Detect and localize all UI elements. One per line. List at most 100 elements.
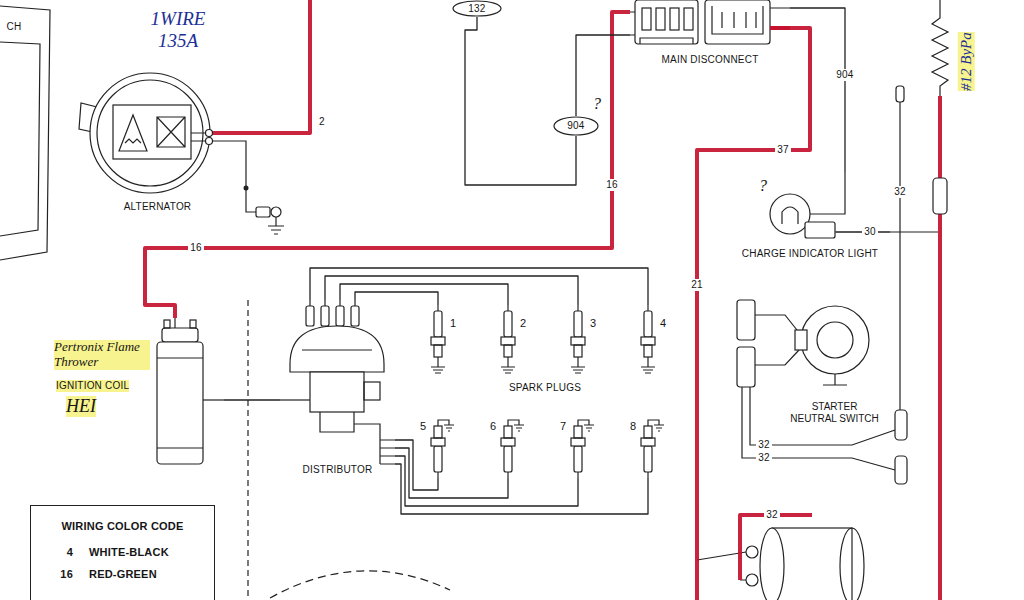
component-label: IGNITION COIL xyxy=(56,380,129,392)
oval-shape xyxy=(554,117,598,135)
handwritten-note: #12 ByPa xyxy=(957,33,974,92)
highlighted-wires-part xyxy=(938,96,942,600)
ignition-coil-drawing-part-part xyxy=(174,318,175,328)
wire-connector xyxy=(576,35,630,116)
wire-connector xyxy=(790,8,845,172)
spark-plug-drawing-part xyxy=(571,305,585,373)
spark-plug-drawing-part xyxy=(571,420,594,478)
thin-wires-part xyxy=(899,100,900,410)
plug-number: 2 xyxy=(520,317,526,330)
wire-number: 32 xyxy=(892,186,908,198)
bullet-connector xyxy=(933,178,947,214)
spark-plug: 7 xyxy=(558,408,592,478)
wire-number-oval: 132 xyxy=(452,0,502,17)
main-disconnect-drawing-part-part xyxy=(684,8,693,30)
plug-number: 7 xyxy=(560,420,566,433)
legend-heading: WIRING COLOR CODE xyxy=(62,520,184,533)
spark-plug-drawing-part-part xyxy=(578,420,594,431)
thin-wires-part xyxy=(932,0,948,96)
distributor-drawing-part-part xyxy=(351,306,359,326)
main-disconnect-drawing-part-part xyxy=(630,8,790,35)
spark-plug-drawing-part-part xyxy=(504,311,512,337)
spark-plug-drawing-part-part xyxy=(434,446,442,472)
spark-plug: 3 xyxy=(568,305,602,375)
ignition-coil-drawing-part-part xyxy=(203,399,224,400)
wire-connector xyxy=(340,284,508,305)
thin-wires-part xyxy=(895,410,907,440)
alternator-drawing-part-part xyxy=(119,115,147,151)
spark-plug-drawing-part-part xyxy=(501,438,515,446)
thin-wires-part xyxy=(247,300,248,600)
table-cell: RED-GREEN xyxy=(89,568,157,581)
starter-neutral-switch-drawing-part-part xyxy=(817,322,853,358)
thin-wires-part xyxy=(270,571,450,598)
highlighted-wire xyxy=(145,12,630,318)
spark-plug-drawing-part-part xyxy=(507,305,508,311)
alternator-drawing xyxy=(75,55,240,220)
spark-plug-drawing-part-part xyxy=(574,446,582,472)
spark-plug-drawing-part-part xyxy=(647,305,648,311)
spark-plug-drawing xyxy=(498,305,532,375)
spark-plug-drawing-part-part xyxy=(434,345,442,357)
starter-neutral-switch-drawing-part-part xyxy=(742,387,750,433)
wiring-color-code-box: WIRING COLOR CODE4WHITE-BLACK16RED-GREEN xyxy=(30,505,215,600)
plug-number: 3 xyxy=(590,317,596,330)
spark-plug-drawing-part-part xyxy=(438,420,454,431)
wire-connector xyxy=(395,448,508,498)
charge-indicator-light: CHARGE INDICATOR LIGHT xyxy=(730,172,890,264)
plug-number: 4 xyxy=(660,317,666,330)
charge-indicator-light-drawing-part xyxy=(770,172,890,238)
wire-number: 2 xyxy=(319,116,325,128)
distributor-drawing-part-part xyxy=(306,306,314,326)
spark-plug-drawing-part xyxy=(501,305,515,373)
starter-neutral-switch-drawing-part-part xyxy=(737,347,755,387)
spark-plug-drawing-part-part xyxy=(437,305,438,311)
spark-plug-drawing-part-part xyxy=(644,446,652,472)
ignition-coil-drawing-part-part xyxy=(157,358,203,448)
thin-wires-part xyxy=(840,528,864,600)
charge-indicator-light-drawing-part-part xyxy=(810,172,845,214)
charge-indicator-light-drawing-part-part xyxy=(805,222,835,238)
spark-plug-drawing-part-part xyxy=(571,438,585,446)
ignition-coil-drawing-part-part xyxy=(190,320,196,328)
distributor: DISTRIBUTOR xyxy=(280,300,395,480)
spark-plug: 6 xyxy=(488,408,522,478)
spark-plug-drawing-part-part xyxy=(431,438,445,446)
main-disconnect-drawing-part-part xyxy=(770,26,790,30)
thin-wires-part xyxy=(268,217,284,234)
ignition-coil: Pertronix Flame ThrowerIGNITION COILHEI xyxy=(52,318,224,478)
ignition-coil-drawing-part-part xyxy=(162,328,198,342)
thin-wires-part xyxy=(760,528,784,600)
table-cell: 4 xyxy=(49,546,73,559)
ignition-coil-drawing-part-part xyxy=(164,320,170,328)
distributor-drawing-part-part xyxy=(321,306,329,326)
distributor-drawing-part-part xyxy=(336,306,344,326)
distributor-drawing-part-part xyxy=(302,349,372,350)
distributor-drawing-part-part xyxy=(310,372,364,412)
wire-number: 32 xyxy=(756,439,772,451)
spark-plug: 5 xyxy=(418,408,452,478)
spark-plug-drawing-part-part xyxy=(644,426,652,438)
main-disconnect: MAIN DISCONNECT xyxy=(630,0,790,70)
spark-plug-drawing xyxy=(558,408,592,478)
main-disconnect-drawing-part-part xyxy=(670,8,679,30)
wire-number: 904 xyxy=(567,120,584,132)
wire-connector xyxy=(465,17,576,185)
starter-neutral-switch: STARTER NEUTRAL SWITCH xyxy=(735,285,895,433)
ignition-coil-drawing-part xyxy=(157,318,224,464)
component-label: ALTERNATOR xyxy=(124,201,192,213)
component-label: MAIN DISCONNECT xyxy=(662,54,759,66)
thin-wires-part xyxy=(0,42,40,236)
wire-connector xyxy=(310,268,648,305)
spark-plug: 2 xyxy=(498,305,532,375)
spark-plug-drawing-part-part xyxy=(641,438,655,446)
wire-number: 32 xyxy=(756,452,772,464)
plug-number: 8 xyxy=(630,420,636,433)
spark-plug-drawing-part-part xyxy=(501,357,515,373)
splice-dot xyxy=(244,186,249,191)
thin-wires-part xyxy=(256,207,270,217)
charge-indicator-light-drawing-part-part xyxy=(770,194,810,234)
spark-plug-drawing xyxy=(568,305,602,375)
thin-wires-part xyxy=(746,574,758,586)
starter-neutral-switch-drawing-part-part xyxy=(755,315,799,365)
